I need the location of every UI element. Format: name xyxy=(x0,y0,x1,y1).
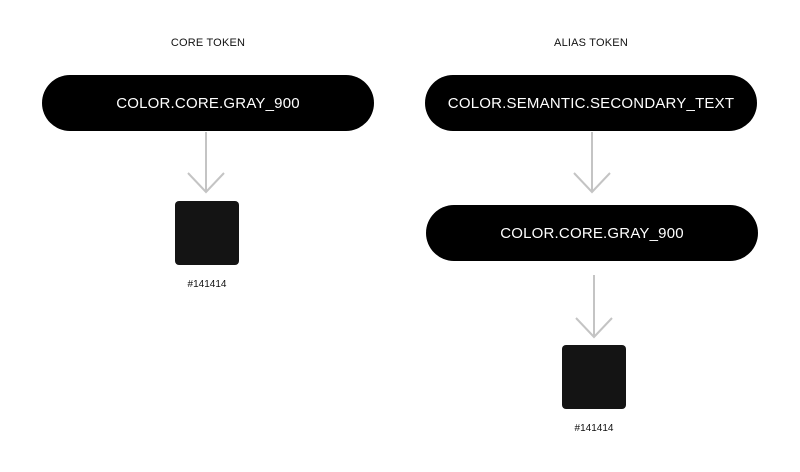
core-token-pill: COLOR.CORE.GRAY_900 xyxy=(42,75,374,131)
alias-reference-arrow-icon xyxy=(575,275,613,339)
alias-arrow-icon xyxy=(573,132,611,194)
alias-color-swatch xyxy=(562,345,626,409)
alias-token-heading: ALIAS TOKEN xyxy=(554,37,628,49)
core-hex-label: #141414 xyxy=(187,279,227,290)
alias-hex-label: #141414 xyxy=(574,423,614,434)
core-color-swatch xyxy=(175,201,239,265)
alias-reference-pill: COLOR.CORE.GRAY_900 xyxy=(426,205,758,261)
alias-token-pill: COLOR.SEMANTIC.SECONDARY_TEXT xyxy=(425,75,757,131)
core-token-label: COLOR.CORE.GRAY_900 xyxy=(116,94,300,112)
alias-token-label: COLOR.SEMANTIC.SECONDARY_TEXT xyxy=(447,94,735,112)
alias-reference-label: COLOR.CORE.GRAY_900 xyxy=(500,224,684,242)
core-arrow-icon xyxy=(187,132,225,194)
core-token-heading: CORE TOKEN xyxy=(170,37,246,49)
